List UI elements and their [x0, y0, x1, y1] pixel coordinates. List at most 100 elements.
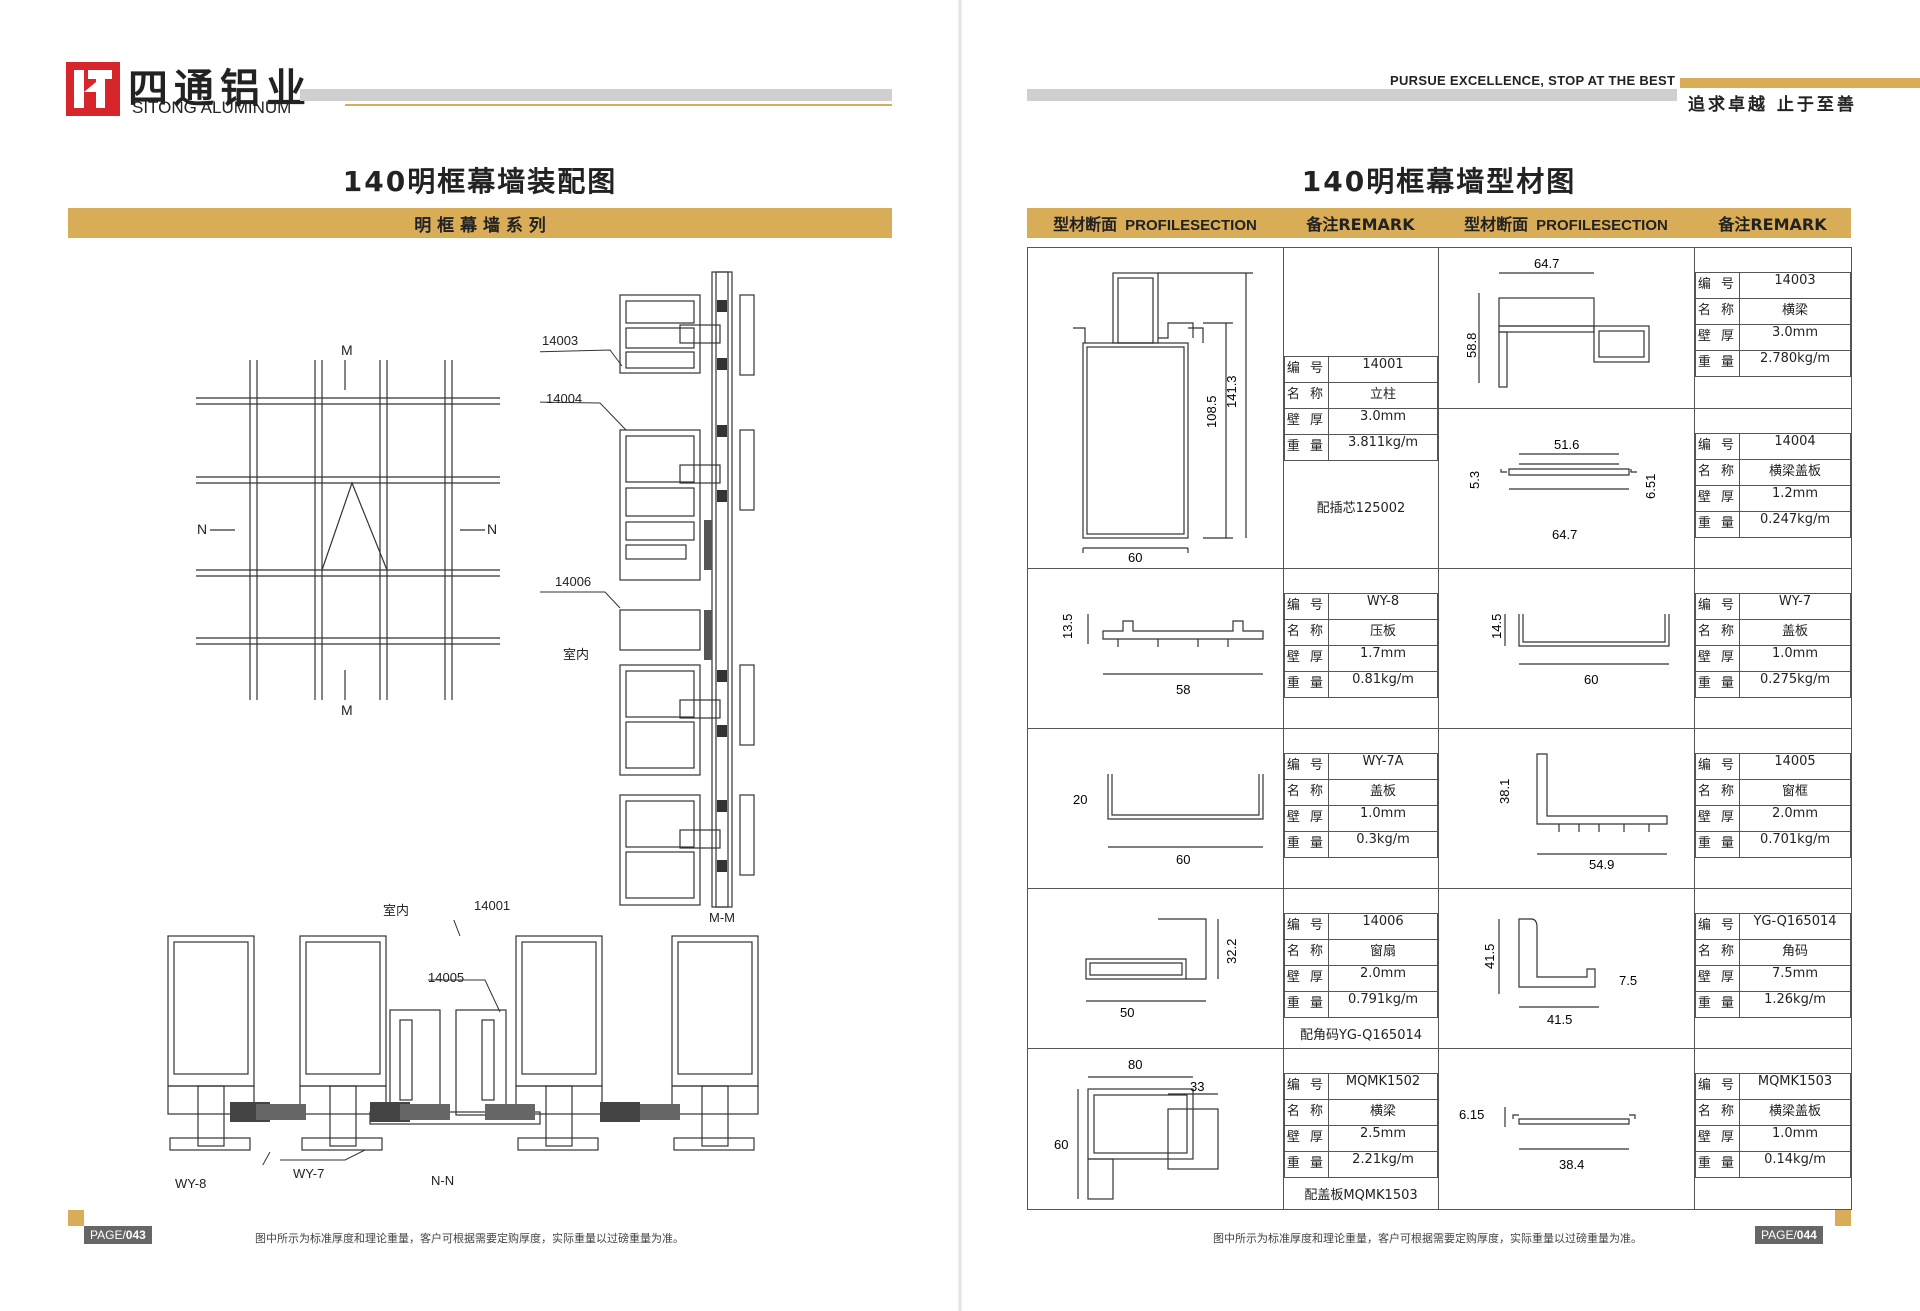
key-weight: 重 量 — [1284, 831, 1329, 858]
dim-yg-a: 41.5 — [1482, 944, 1497, 969]
dim-wy8-b: 58 — [1176, 682, 1190, 697]
key-code: 编 号 — [1695, 913, 1740, 940]
weight-wy7: 0.275kg/m — [1739, 671, 1851, 698]
profile-14003-drawing: 64.7 58.8 — [1464, 256, 1650, 388]
key-code: 编 号 — [1695, 593, 1740, 620]
label-14005: 14005 — [428, 970, 465, 985]
wall-mqmk1502: 2.5mm — [1328, 1125, 1438, 1152]
dim-wy8-a: 13.5 — [1060, 614, 1075, 639]
key-wall: 壁 厚 — [1695, 805, 1740, 832]
key-weight: 重 量 — [1695, 671, 1740, 698]
page-label: PAGE/ — [1761, 1228, 1797, 1242]
key-code: 编 号 — [1695, 753, 1740, 780]
dim-14005-b: 54.9 — [1589, 857, 1614, 872]
key-code: 编 号 — [1284, 593, 1329, 620]
key-wall: 壁 厚 — [1695, 965, 1740, 992]
profile-mqmk1502-drawing: 80 33 60 — [1054, 1057, 1219, 1200]
section-cell-14004: 51.6 5.3 6.51 64.7 — [1438, 408, 1695, 569]
profile-wy7-drawing: 14.5 60 — [1489, 614, 1670, 687]
dim-14004-c: 6.51 — [1643, 474, 1658, 499]
key-wall: 壁 厚 — [1284, 645, 1329, 672]
name-ygq165014: 角码 — [1739, 939, 1851, 966]
key-wall: 壁 厚 — [1284, 1125, 1329, 1152]
profile-wy8-drawing: 13.5 58 — [1060, 614, 1264, 697]
weight-14005: 0.701kg/m — [1739, 831, 1851, 858]
dim-mqmk1503-a: 6.15 — [1459, 1107, 1484, 1122]
profile-14006-drawing: 32.2 50 — [1085, 918, 1239, 1020]
code-14001: 14001 — [1328, 356, 1438, 383]
label-14001: 14001 — [474, 898, 511, 913]
series-bar: 明 框 幕 墙 系 列 — [68, 208, 892, 238]
weight-14003: 2.780kg/m — [1739, 350, 1851, 377]
wall-14006: 2.0mm — [1328, 965, 1438, 992]
header-gold-line — [345, 104, 892, 106]
header-col1-en: PROFILESECTION — [1125, 217, 1257, 234]
weight-14006: 0.791kg/m — [1328, 991, 1438, 1018]
right-footnote: 图中所示为标准厚度和理论重量，客户可根据需要定购厚度，实际重量以过磅重量为准。 — [1213, 1232, 1642, 1245]
name-14004: 横梁盖板 — [1739, 459, 1851, 486]
code-mqmk1502: MQMK1502 — [1328, 1073, 1438, 1100]
code-14003: 14003 — [1739, 272, 1851, 299]
weight-wy7a: 0.3kg/m — [1328, 831, 1438, 858]
header-col4: 备注REMARK — [1718, 215, 1827, 234]
weight-14001: 3.811kg/m — [1328, 434, 1438, 461]
name-14001: 立柱 — [1328, 382, 1438, 409]
label-14003: 14003 — [542, 333, 579, 348]
wall-wy8: 1.7mm — [1328, 645, 1438, 672]
key-name: 名 称 — [1695, 939, 1740, 966]
dim-14006-b: 50 — [1120, 1005, 1134, 1020]
key-weight: 重 量 — [1284, 991, 1329, 1018]
section-cell-ygq165014: 41.5 7.5 41.5 — [1438, 888, 1695, 1049]
dim-14004-d: 64.7 — [1552, 527, 1577, 542]
dim-14006-a: 32.2 — [1224, 939, 1239, 964]
header-gold-bar-right — [1680, 78, 1920, 88]
header-col3-en: PROFILESECTION — [1536, 217, 1668, 234]
dim-wy7a-b: 60 — [1176, 852, 1190, 867]
code-mqmk1503: MQMK1503 — [1739, 1073, 1851, 1100]
key-code: 编 号 — [1284, 753, 1329, 780]
key-weight: 重 量 — [1284, 434, 1329, 461]
section-cell-14003: 64.7 58.8 — [1438, 247, 1695, 409]
profile-14001-drawing: 108.5 141.3 60 — [1073, 272, 1253, 565]
left-footer-square — [68, 1210, 84, 1226]
profile-wy7a-drawing: 20 60 — [1073, 774, 1264, 867]
code-wy7a: WY-7A — [1328, 753, 1438, 780]
key-name: 名 称 — [1695, 298, 1740, 325]
key-wall: 壁 厚 — [1695, 324, 1740, 351]
key-name: 名 称 — [1284, 939, 1329, 966]
dim-14003-b: 58.8 — [1464, 333, 1479, 358]
key-name: 名 称 — [1284, 1099, 1329, 1126]
key-weight: 重 量 — [1284, 671, 1329, 698]
dim-mqmk1502-a: 80 — [1128, 1057, 1142, 1072]
series-bar-label: 明 框 幕 墙 系 列 — [414, 215, 546, 236]
dim-yg-b: 7.5 — [1619, 973, 1637, 988]
dim-14003-a: 64.7 — [1534, 256, 1559, 271]
name-mqmk1503: 横梁盖板 — [1739, 1099, 1851, 1126]
wall-14003: 3.0mm — [1739, 324, 1851, 351]
dim-wy7-b: 60 — [1584, 672, 1598, 687]
weight-mqmk1503: 0.14kg/m — [1739, 1151, 1851, 1178]
wall-ygq165014: 7.5mm — [1739, 965, 1851, 992]
dim-14005-a: 38.1 — [1497, 779, 1512, 804]
label-wy7: WY-7 — [293, 1166, 325, 1181]
name-wy8: 压板 — [1328, 619, 1438, 646]
wall-mqmk1503: 1.0mm — [1739, 1125, 1851, 1152]
key-weight: 重 量 — [1695, 511, 1740, 538]
page-num: 044 — [1796, 1228, 1817, 1242]
code-ygq165014: YG-Q165014 — [1739, 913, 1851, 940]
label-m-bottom: M — [341, 702, 353, 718]
name-14003: 横梁 — [1739, 298, 1851, 325]
label-n-right: N — [487, 521, 498, 537]
left-footnote: 图中所示为标准厚度和理论重量，客户可根据需要定购厚度，实际重量以过磅重量为准。 — [255, 1232, 684, 1245]
profile-14004-drawing: 51.6 5.3 6.51 64.7 — [1467, 437, 1658, 542]
label-14006: 14006 — [555, 574, 592, 589]
